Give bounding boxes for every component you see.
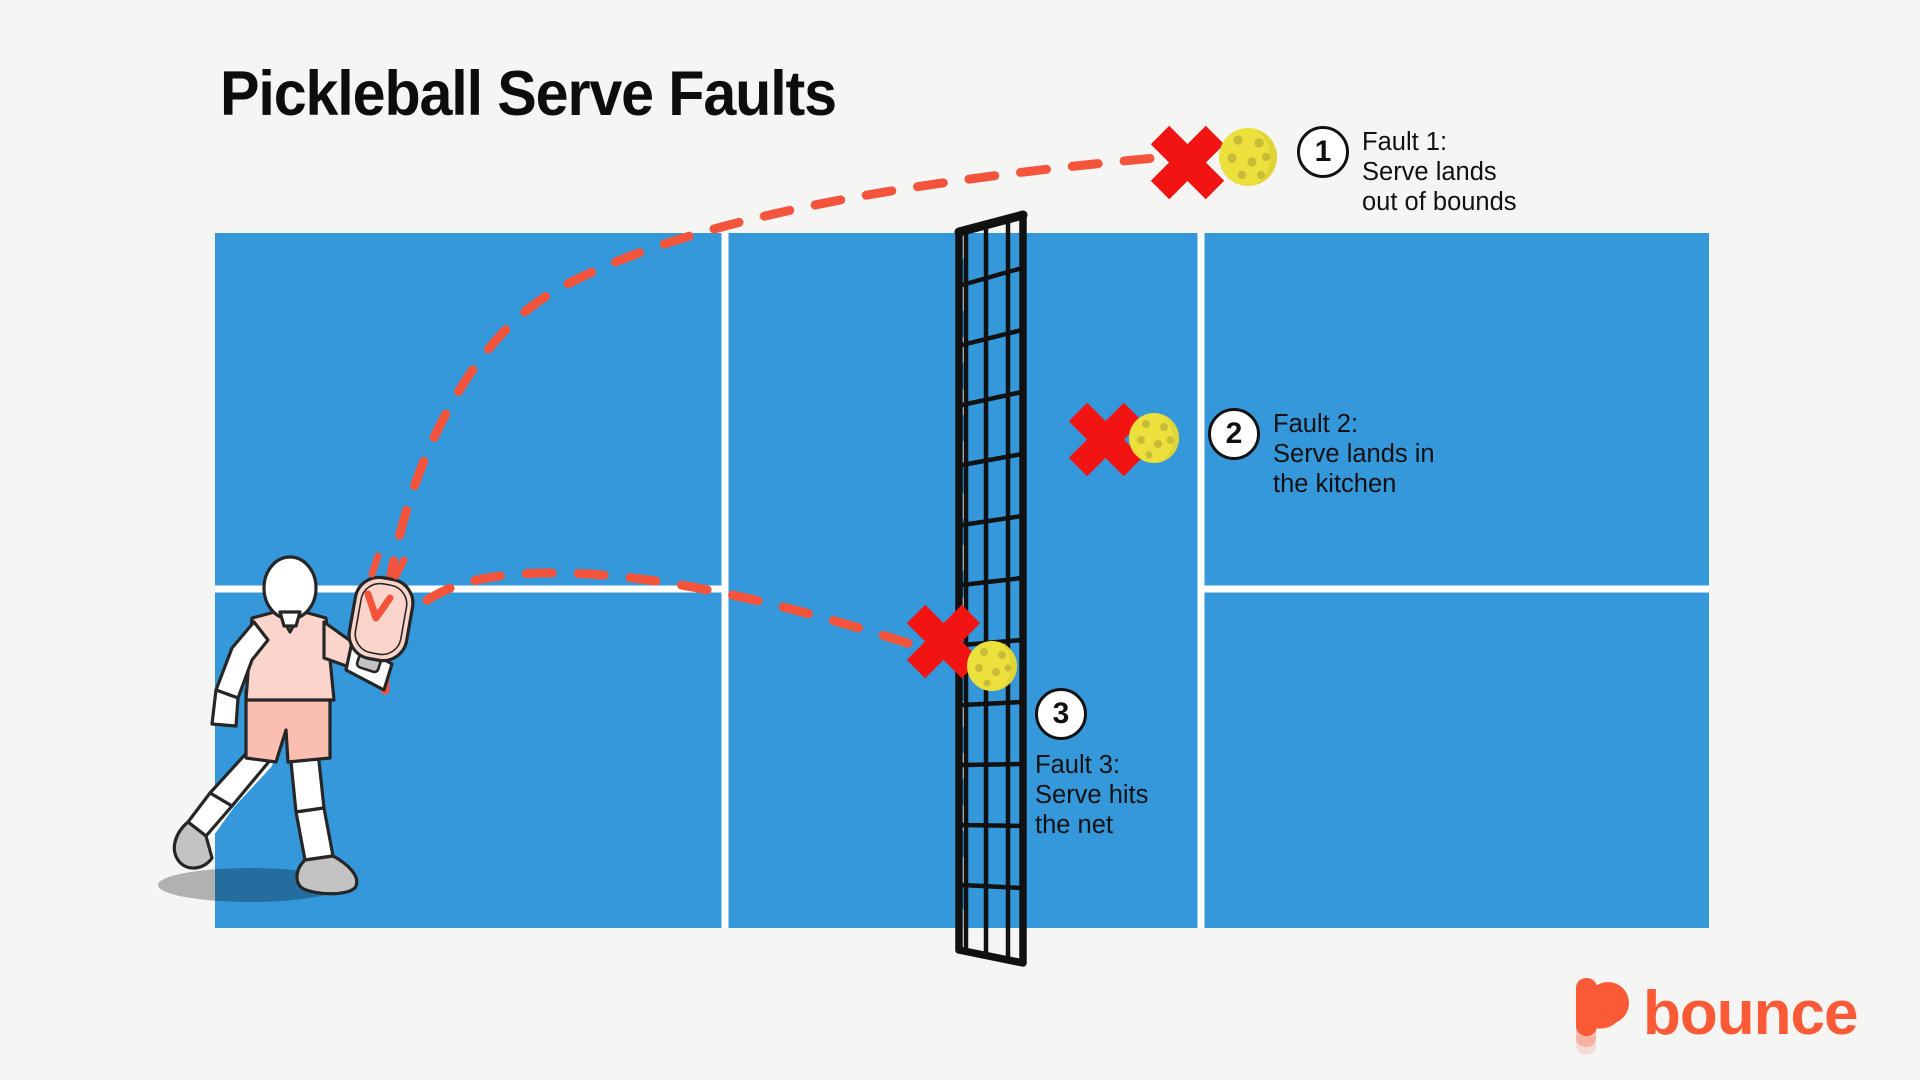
pickleball-icon — [1129, 413, 1179, 463]
fault-badge-2: 2 — [1208, 408, 1260, 460]
fault-badge-1: 1 — [1297, 126, 1349, 178]
paddle-icon — [347, 552, 415, 674]
pickleball-icon — [967, 641, 1017, 691]
fault-marker-2 — [1068, 402, 1179, 477]
callout-fault-3: 3 Fault 3: Serve hits the net — [1035, 688, 1148, 840]
red-x-icon — [1068, 402, 1143, 477]
fault-label-3: Fault 3: Serve hits the net — [1035, 751, 1149, 840]
bounce-b-icon — [1576, 978, 1629, 1055]
fault-marker-3 — [906, 604, 1017, 691]
court-surface — [215, 233, 1709, 928]
fault-marker-1 — [1150, 125, 1277, 200]
trajectory-fault-3 — [380, 568, 940, 695]
fault-label-2: Fault 2: Serve lands in the kitchen — [1273, 410, 1435, 499]
court-lines — [215, 233, 1709, 928]
player-figure — [158, 552, 415, 902]
callout-fault-2: 2 Fault 2: Serve lands in the kitchen — [1208, 408, 1435, 499]
trajectory-fault-1 — [378, 152, 1170, 695]
bounce-logo[interactable]: bounce — [1568, 972, 1858, 1056]
callout-fault-1: 1 Fault 1: Serve lands out of bounds — [1297, 126, 1517, 217]
fault-badge-3: 3 — [1035, 688, 1087, 740]
fault-label-1: Fault 1: Serve lands out of bounds — [1362, 128, 1517, 217]
logo-wordmark: bounce — [1643, 979, 1858, 1048]
pickleball-icon — [1219, 128, 1277, 186]
net-icon — [954, 210, 1028, 967]
player-shadow — [158, 868, 342, 902]
red-x-icon — [1150, 125, 1225, 200]
red-x-icon — [906, 604, 981, 679]
page-title: Pickleball Serve Faults — [220, 59, 837, 129]
